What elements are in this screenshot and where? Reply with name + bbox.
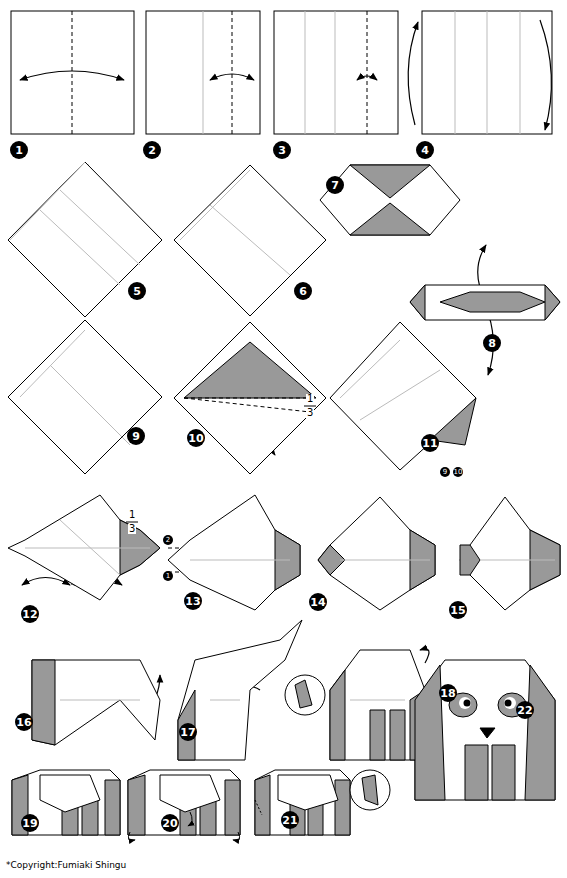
step-number: 2: [143, 141, 161, 159]
step-number: 15: [449, 601, 467, 619]
fraction-text: 1: [306, 394, 314, 404]
step-number: 16: [15, 713, 33, 731]
callout-number: 2: [163, 535, 173, 545]
step-number: 8: [483, 334, 501, 352]
step-number: 10: [187, 429, 205, 447]
step-number: 6: [294, 282, 312, 300]
step-number: 4: [416, 141, 434, 159]
step-number: 12: [21, 605, 39, 623]
step-number: 11: [421, 434, 439, 452]
step-number: 3: [273, 141, 291, 159]
fraction-text: 3: [306, 408, 314, 418]
step-number: 1: [10, 141, 28, 159]
callout-number: 10: [453, 467, 463, 477]
copyright-note: *Copyright:Fumiaki Shingu: [6, 861, 126, 870]
step-number: 17: [179, 723, 197, 741]
step-number: 22: [516, 701, 534, 719]
callout-number: 1: [163, 571, 173, 581]
step-number: 21: [281, 811, 299, 829]
callout-number: 9: [440, 467, 450, 477]
step-number: 14: [309, 593, 327, 611]
step-number: 9: [127, 427, 145, 445]
step-number: 13: [184, 592, 202, 610]
step-number: 5: [128, 282, 146, 300]
step-number: 19: [21, 814, 39, 832]
step-number: 7: [326, 176, 344, 194]
step-number: 18: [439, 684, 457, 702]
fraction-text: 3: [128, 524, 136, 534]
fraction-text: 1: [128, 510, 136, 520]
step-number: 20: [161, 814, 179, 832]
